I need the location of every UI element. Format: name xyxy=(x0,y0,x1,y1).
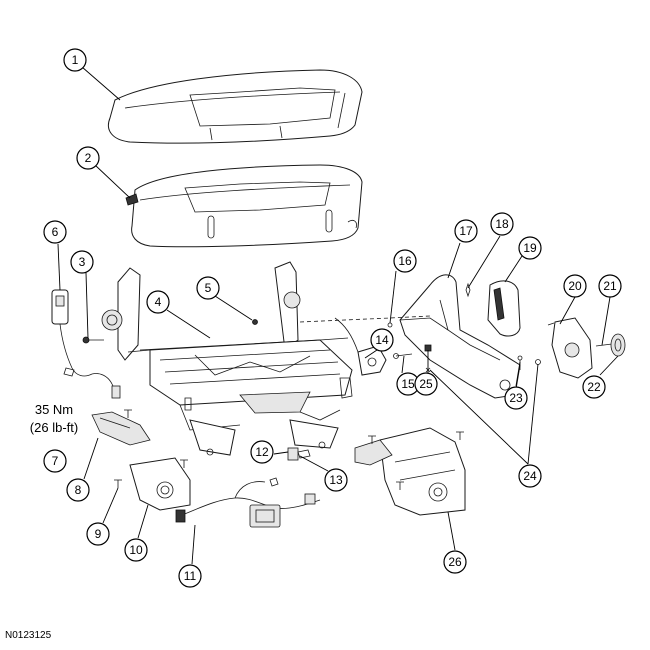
callout-6: 6 xyxy=(43,220,67,244)
svg-text:4: 4 xyxy=(155,295,162,309)
callout-19: 19 xyxy=(518,236,542,260)
torque-spec-lbft: (26 lb-ft) xyxy=(30,420,78,435)
actuator-part xyxy=(334,317,387,376)
svg-text:2: 2 xyxy=(85,151,92,165)
callout-12: 12 xyxy=(250,440,274,464)
inner-shield-part xyxy=(354,427,466,516)
screw-small-part xyxy=(387,322,393,328)
svg-text:19: 19 xyxy=(523,241,537,255)
callout-3: 3 xyxy=(70,250,94,274)
bolt-part xyxy=(82,336,104,344)
svg-text:6: 6 xyxy=(52,225,59,239)
seat-cushion-pad-part xyxy=(125,164,363,248)
callout-22: 22 xyxy=(582,375,606,399)
adjust-knob-part xyxy=(610,333,626,357)
svg-text:18: 18 xyxy=(495,217,509,231)
handle-trim-part xyxy=(487,280,521,337)
figure-id: N0123125 xyxy=(5,630,52,641)
callout-16: 16 xyxy=(393,249,417,273)
svg-text:12: 12 xyxy=(255,445,269,459)
callout-17: 17 xyxy=(454,219,478,243)
callout-14: 14 xyxy=(370,328,394,352)
svg-text:16: 16 xyxy=(398,254,412,268)
callout-20: 20 xyxy=(563,274,587,298)
svg-text:17: 17 xyxy=(459,224,473,238)
svg-text:8: 8 xyxy=(75,483,82,497)
callout-7: 7 xyxy=(43,449,67,473)
svg-text:26: 26 xyxy=(448,555,462,569)
seat-cushion-cover-part xyxy=(107,69,363,144)
recliner-cover-part xyxy=(399,274,521,399)
callout-18: 18 xyxy=(490,212,514,236)
svg-text:10: 10 xyxy=(129,543,143,557)
screw-part xyxy=(114,409,188,488)
connector-clip-part xyxy=(287,447,311,461)
recliner-plate-part xyxy=(547,317,593,379)
svg-text:20: 20 xyxy=(568,279,582,293)
callout-4: 4 xyxy=(146,290,170,314)
svg-text:15: 15 xyxy=(401,377,415,391)
svg-text:3: 3 xyxy=(79,255,86,269)
bracket-part xyxy=(91,411,151,446)
leader-lines xyxy=(57,66,619,565)
callout-5: 5 xyxy=(196,276,220,300)
clip-part xyxy=(465,282,471,298)
svg-text:11: 11 xyxy=(184,569,197,583)
svg-text:9: 9 xyxy=(95,527,102,541)
torque-spec-nm: 35 Nm xyxy=(35,402,73,417)
callout-9: 9 xyxy=(86,522,110,546)
svg-text:24: 24 xyxy=(523,469,537,483)
svg-text:1: 1 xyxy=(72,53,79,67)
callout-2: 2 xyxy=(76,146,100,170)
callout-23: 23 xyxy=(504,386,528,410)
svg-text:25: 25 xyxy=(419,377,433,391)
svg-text:13: 13 xyxy=(329,473,343,487)
svg-text:14: 14 xyxy=(375,333,389,347)
callout-10: 10 xyxy=(124,538,148,562)
wiring-harness-part xyxy=(175,477,321,528)
callout-21: 21 xyxy=(598,274,622,298)
svg-text:5: 5 xyxy=(205,281,212,295)
side-shield-part xyxy=(129,457,191,511)
callout-25: 25 xyxy=(414,372,438,396)
svg-text:22: 22 xyxy=(587,380,601,394)
seat-frame-part xyxy=(101,261,353,456)
svg-text:21: 21 xyxy=(603,279,617,293)
alignment-line xyxy=(299,315,431,323)
fastener-part xyxy=(252,319,258,325)
callout-24: 24 xyxy=(518,464,542,488)
svg-text:7: 7 xyxy=(52,454,59,468)
svg-text:23: 23 xyxy=(509,391,523,405)
pin-part xyxy=(393,353,413,359)
callout-15: 15 xyxy=(396,372,420,396)
callout-8: 8 xyxy=(66,478,90,502)
seat-belt-buckle-part xyxy=(51,289,121,399)
callout-13: 13 xyxy=(324,468,348,492)
recliner-bolt-part xyxy=(595,343,613,347)
callout-1: 1 xyxy=(63,48,87,72)
callout-11: 11 xyxy=(178,564,202,588)
callout-26: 26 xyxy=(443,550,467,574)
